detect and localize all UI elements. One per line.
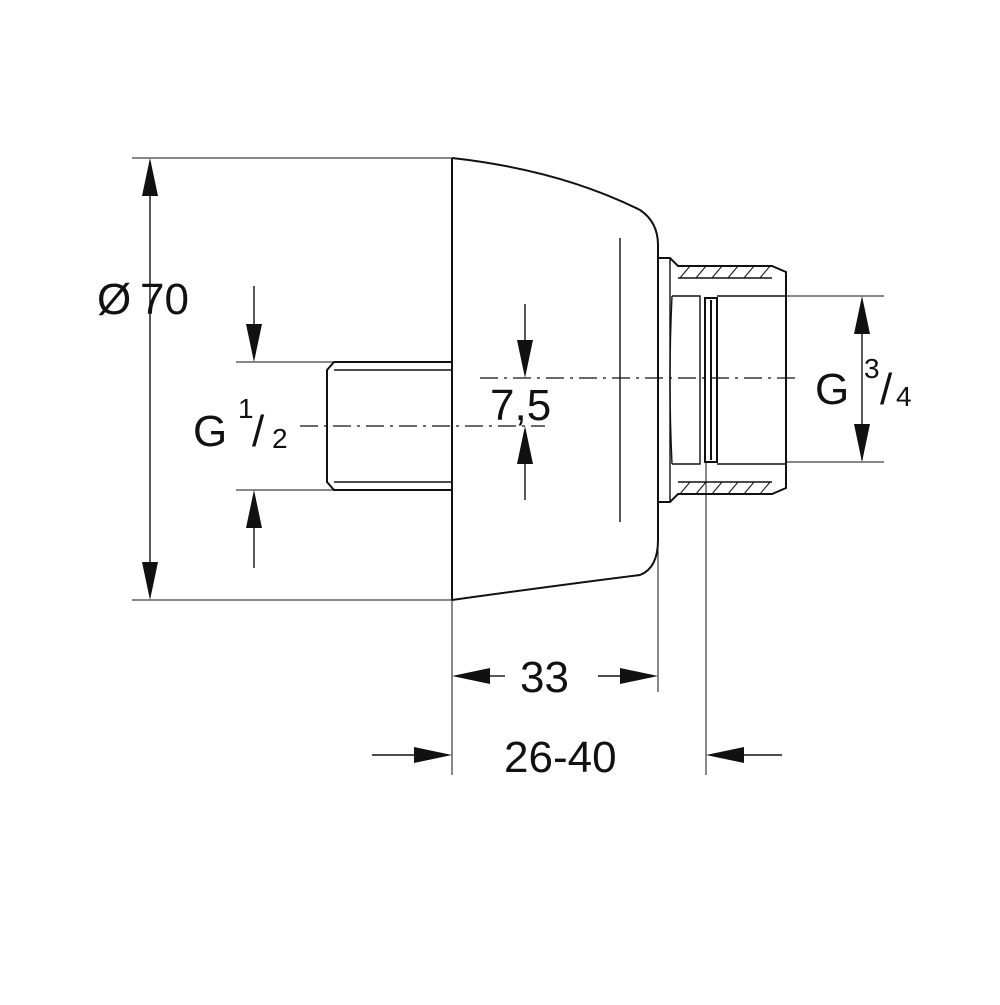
depth-value: 33	[520, 653, 569, 702]
inlet-thread-numerator: 1	[238, 393, 254, 424]
diameter-value: 70	[140, 275, 189, 324]
outlet-thread-dimension	[786, 295, 884, 463]
range-value: 26-40	[504, 733, 617, 782]
diameter-symbol: Ø	[97, 275, 131, 324]
outlet-thread-denominator: 4	[896, 381, 912, 412]
outlet-thread-prefix: G	[815, 365, 849, 414]
outlet-thread-slash: /	[880, 365, 893, 414]
rosette-body	[451, 157, 659, 601]
offset-value: 7,5	[490, 381, 551, 430]
center-lines	[300, 377, 800, 427]
outlet-thread-numerator: 3	[864, 353, 880, 384]
inlet-thread-dimension	[236, 286, 334, 568]
depth-dimension	[451, 540, 659, 775]
range-dimension	[372, 462, 782, 775]
inlet-thread-denominator: 2	[272, 423, 288, 454]
inlet-thread-slash: /	[252, 407, 265, 456]
offset-dimension	[517, 304, 533, 500]
inlet-thread-prefix: G	[193, 407, 227, 456]
diameter-dimension	[132, 157, 452, 601]
outlet-fitting	[658, 257, 787, 503]
